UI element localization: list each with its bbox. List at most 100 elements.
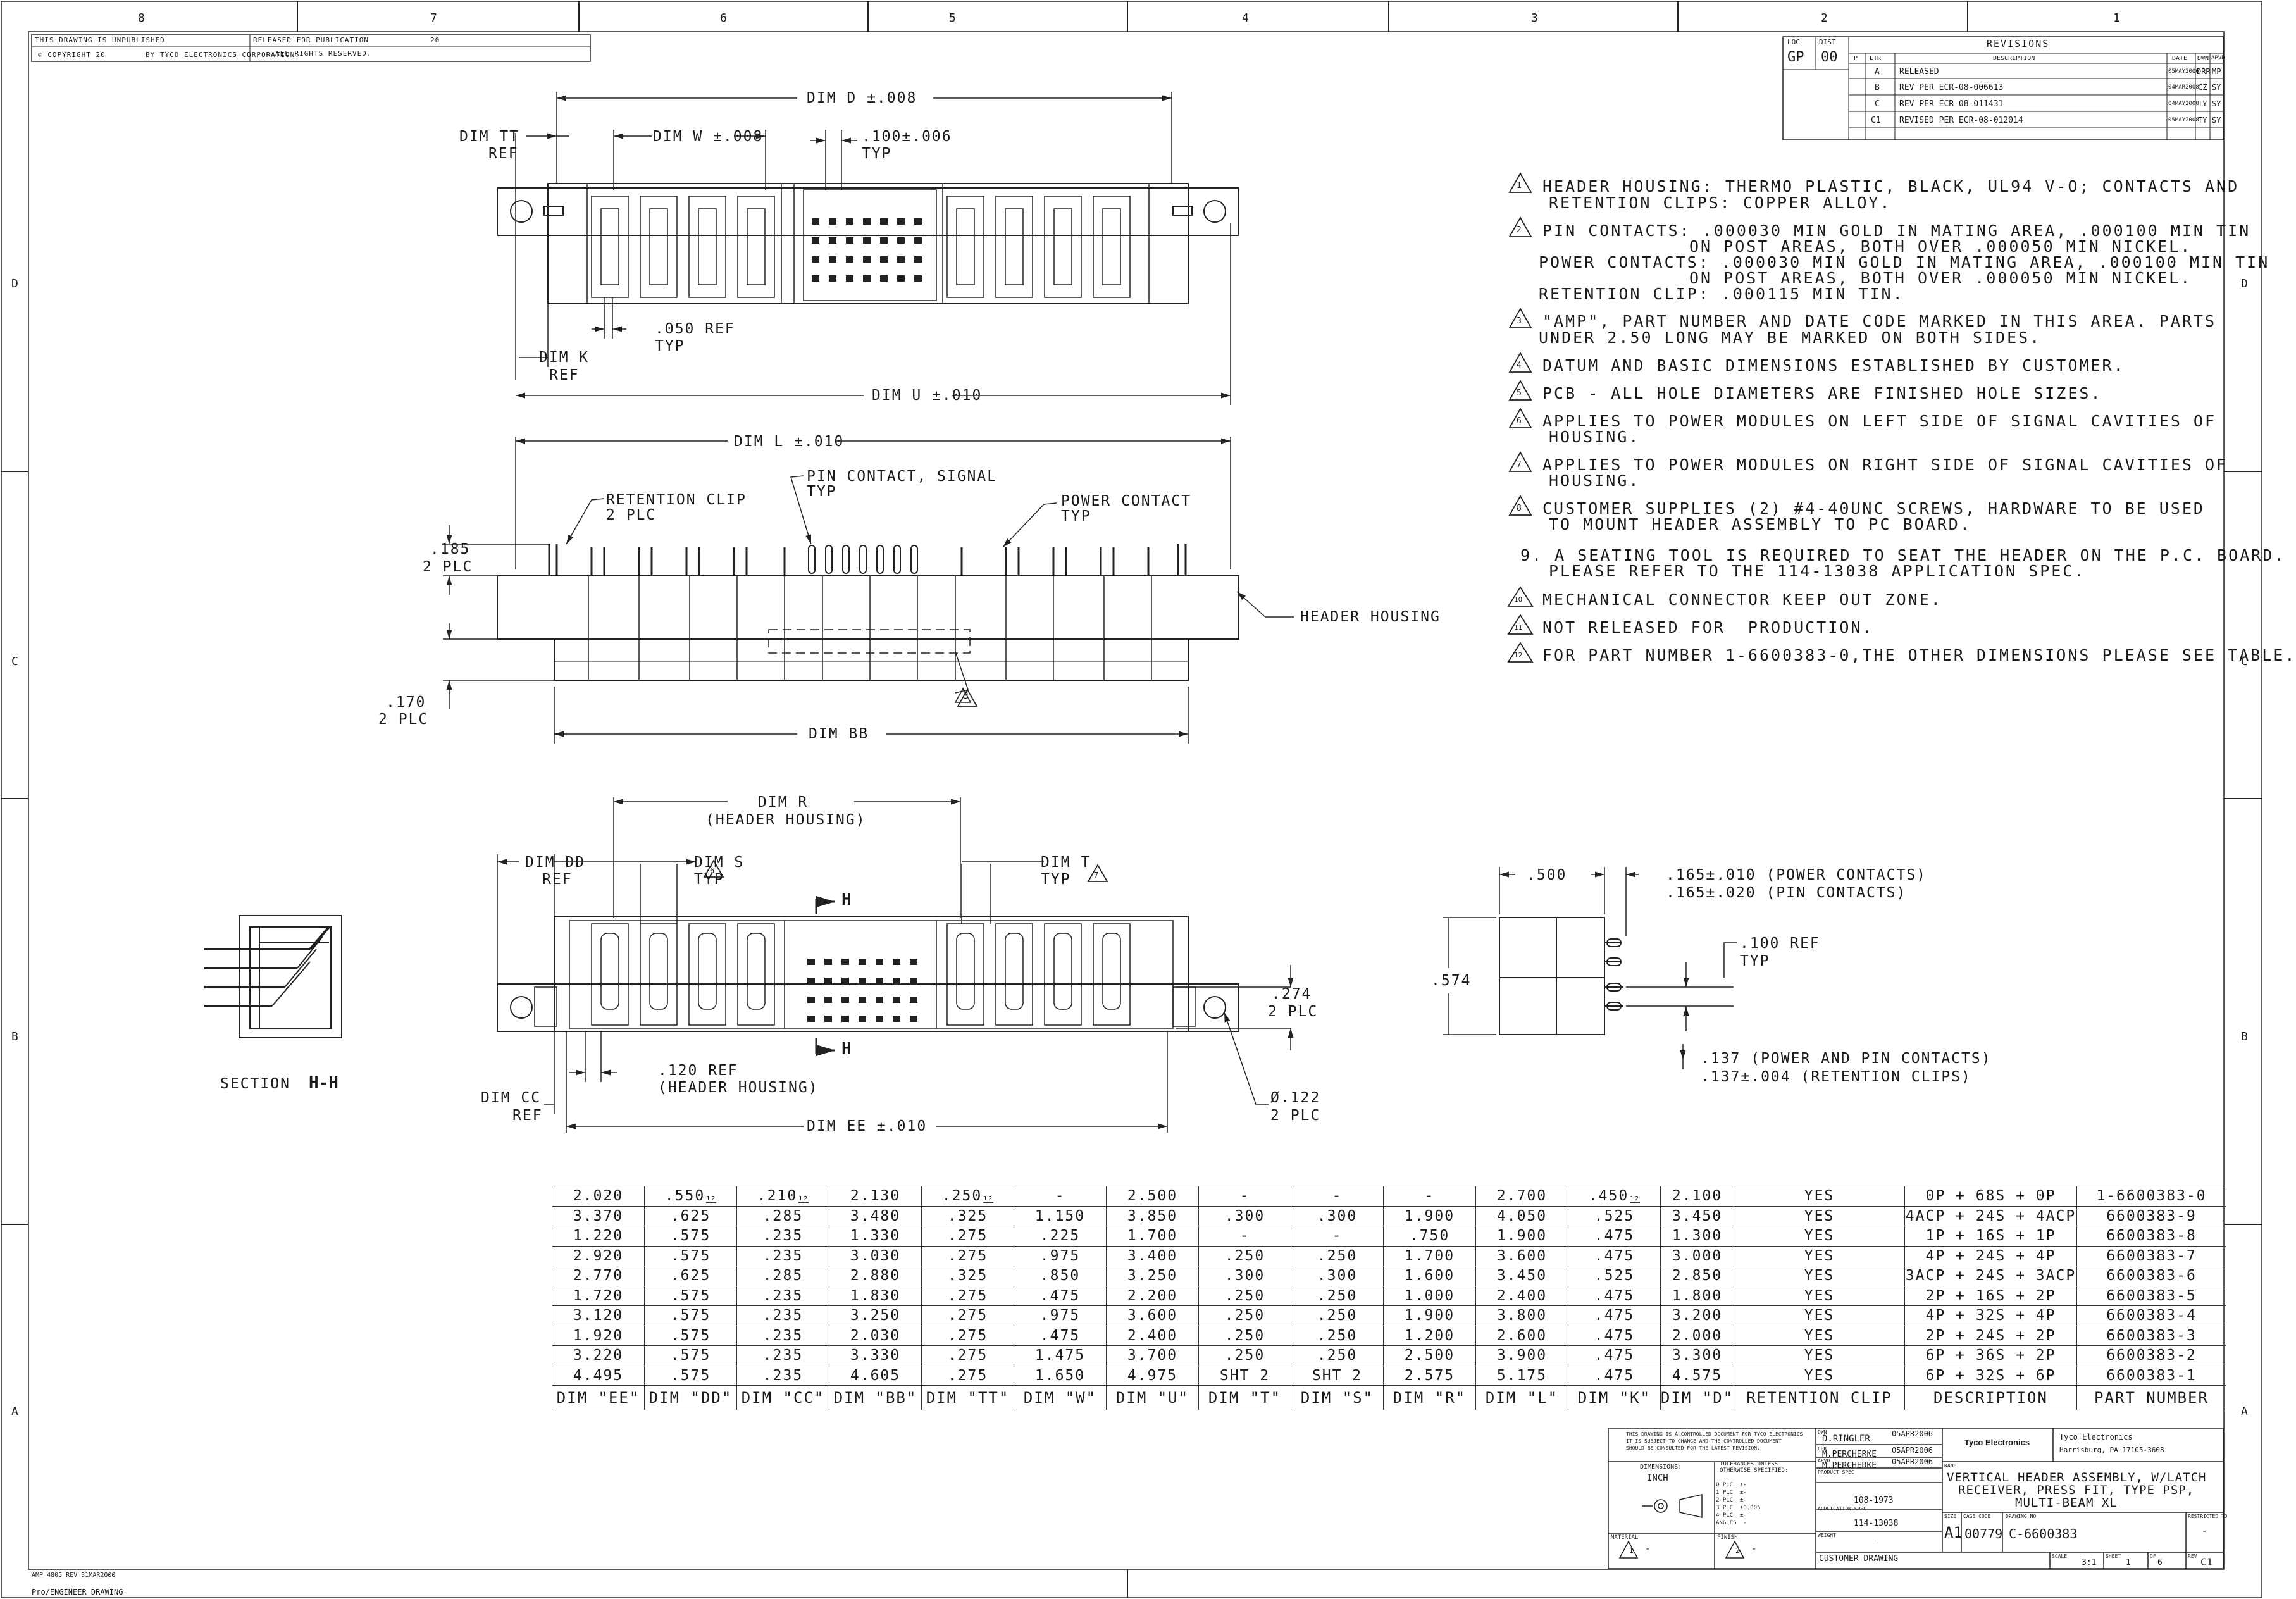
note-12: FOR PART NUMBER 1-6600383-0,THE OTHER DI…	[1542, 646, 2296, 664]
dim-table-value: 4P + 24S + 4P	[1925, 1247, 2056, 1264]
dim-table-value: 3.250	[1127, 1267, 1178, 1285]
dim-table-value: YES	[1804, 1347, 1835, 1364]
dim-table-value: .475	[1594, 1327, 1635, 1344]
dim-table-cell: 6600383-6	[2076, 1266, 2226, 1286]
rev-value: C1	[2200, 1556, 2213, 1568]
dim-table-cell: 3.600	[1475, 1245, 1568, 1266]
dim-table-cell: 6600383-4	[2076, 1305, 2226, 1326]
tol-1: 1 PLC ±-	[1716, 1490, 1747, 1496]
dim-table-value: YES	[1804, 1307, 1835, 1324]
dim-table-cell: .250	[1198, 1345, 1291, 1366]
dim-table-cell: 1.920	[552, 1325, 645, 1346]
dim-table-cell: .250	[1198, 1245, 1291, 1266]
dim-table-header: DIM "U"	[1106, 1385, 1199, 1410]
dim-table-cell: 1.650	[1014, 1365, 1107, 1386]
dim-table-cell: .285	[736, 1266, 829, 1286]
zone-b-right: B	[2241, 1030, 2248, 1043]
dim-table-cell: 3.700	[1106, 1345, 1199, 1366]
dim-table-header: DIM "K"	[1568, 1385, 1661, 1410]
name-line-2: RECEIVER, PRESS FIT, TYPE PSP,	[1958, 1483, 2195, 1497]
dim-table-cell: 6600383-3	[2076, 1325, 2226, 1346]
dim-table-header: DIM "D"	[1660, 1385, 1734, 1410]
section-h-h	[204, 915, 342, 1038]
dim-table-cell: 1.900	[1475, 1226, 1568, 1247]
dim-table-cell: 3.400	[1106, 1245, 1199, 1266]
dim-table-header: RETENTION CLIP	[1734, 1385, 1905, 1410]
dim-table-value: 2.200	[1127, 1287, 1178, 1304]
dim-table-value: .625	[670, 1267, 711, 1285]
retention-clip-label: RETENTION CLIP	[606, 492, 747, 508]
dim-table-value: 3.850	[1127, 1207, 1178, 1224]
dim-table-value: .285	[762, 1207, 804, 1224]
dim-table-value: .325	[947, 1207, 988, 1224]
dim-table-cell: -	[1198, 1186, 1291, 1207]
released-label: RELEASED FOR PUBLICATION	[253, 36, 369, 44]
ref-120-housing: (HEADER HOUSING)	[658, 1079, 819, 1096]
apvd-date: 05APR2006	[1892, 1457, 1933, 1466]
dim-table-value: .275	[947, 1367, 988, 1384]
dim-table-cell: 6600383-7	[2076, 1245, 2226, 1266]
dwn-name: D.RINGLER	[1822, 1434, 1870, 1444]
legal-line-2: IT IS SUBJECT TO CHANGE AND THE CONTROLL…	[1626, 1438, 1782, 1444]
end-view-connector	[1499, 917, 1623, 1035]
dim-table-value: .575	[670, 1367, 711, 1384]
dim-table-cell: .850	[1014, 1266, 1107, 1286]
dim-s-note: 6	[710, 866, 715, 875]
dim-table-value: .235	[762, 1287, 804, 1304]
dim-274-plc: 2 PLC	[1268, 1004, 1319, 1020]
dim-table-value: .250	[1224, 1247, 1265, 1264]
sheet-value: 1	[2126, 1558, 2131, 1567]
dim-table-cell: .475	[1014, 1325, 1107, 1346]
dim-table-cell: .285	[736, 1205, 829, 1226]
zone-c-left: C	[11, 655, 18, 668]
customer-drawing-label: CUSTOMER DRAWING	[1819, 1554, 1899, 1564]
dim-table-value: .475	[1039, 1327, 1081, 1344]
note-2-line-2: ON POST AREAS, BOTH OVER .000050 MIN NIC…	[1689, 237, 2192, 256]
weight-value: -	[1873, 1536, 1878, 1546]
dim-table-value: 6P + 32S + 6P	[1925, 1367, 2056, 1384]
dim-table-value: .250	[1224, 1287, 1265, 1304]
dim-table-value: 2.700	[1496, 1188, 1548, 1205]
dim-table-cell: .625	[644, 1266, 737, 1286]
dim-table-value: .550	[664, 1188, 705, 1205]
dim-table-value: 4ACP + 24S + 4ACP	[1905, 1207, 2076, 1224]
dim-table-value: 2P + 16S + 2P	[1925, 1287, 2056, 1304]
dim-table-value: 2.920	[573, 1247, 624, 1264]
dim-table-cell: YES	[1734, 1285, 1905, 1306]
dim-table-value: 6600383-4	[2106, 1307, 2197, 1324]
dim-table-value: 6600383-8	[2106, 1228, 2197, 1245]
dim-t-note: 7	[1094, 871, 1099, 880]
dim-table-cell: .250	[1291, 1345, 1384, 1366]
dim-table-value: .250	[1224, 1327, 1265, 1344]
dim-table-value: .750	[1409, 1228, 1450, 1245]
dim-table-cell: 1.600	[1383, 1266, 1476, 1286]
note-6-line-1: APPLIES TO POWER MODULES ON LEFT SIDE OF…	[1542, 412, 2217, 430]
product-spec-value: 108-1973	[1854, 1496, 1894, 1505]
dim-table-value: 1.700	[1127, 1228, 1178, 1245]
dim-table-cell: 3.850	[1106, 1205, 1199, 1226]
dim-table-cell: 4.495	[552, 1365, 645, 1386]
dim-table-value: YES	[1804, 1367, 1835, 1384]
tol-4: 4 PLC ±-	[1716, 1512, 1747, 1519]
zone-d-left: D	[11, 277, 18, 290]
dim-table-header: DESCRIPTION	[1904, 1385, 2077, 1410]
dim-table-header: DIM "CC"	[736, 1385, 829, 1410]
dim-table-value: .275	[947, 1228, 988, 1245]
dim-table-cell: -	[1291, 1226, 1384, 1247]
dim-s-typ: TYP	[694, 871, 724, 888]
dim-table-cell: .235	[736, 1226, 829, 1247]
dim-table-value: .850	[1039, 1267, 1081, 1285]
dim-table-cell: SHT 2	[1198, 1365, 1291, 1386]
dim-table-cell: 3.300	[1660, 1345, 1734, 1366]
note-flag-5-label: 5	[1517, 389, 1522, 398]
restricted-value: -	[2202, 1526, 2207, 1536]
dim-table-cell: -	[1383, 1186, 1476, 1207]
dim-table-value: 2.030	[850, 1327, 901, 1344]
dim-table-value: 1-6600383-0	[2096, 1188, 2207, 1205]
dim-table-value: YES	[1804, 1188, 1835, 1205]
copyright-label: © COPYRIGHT 20	[38, 51, 106, 59]
